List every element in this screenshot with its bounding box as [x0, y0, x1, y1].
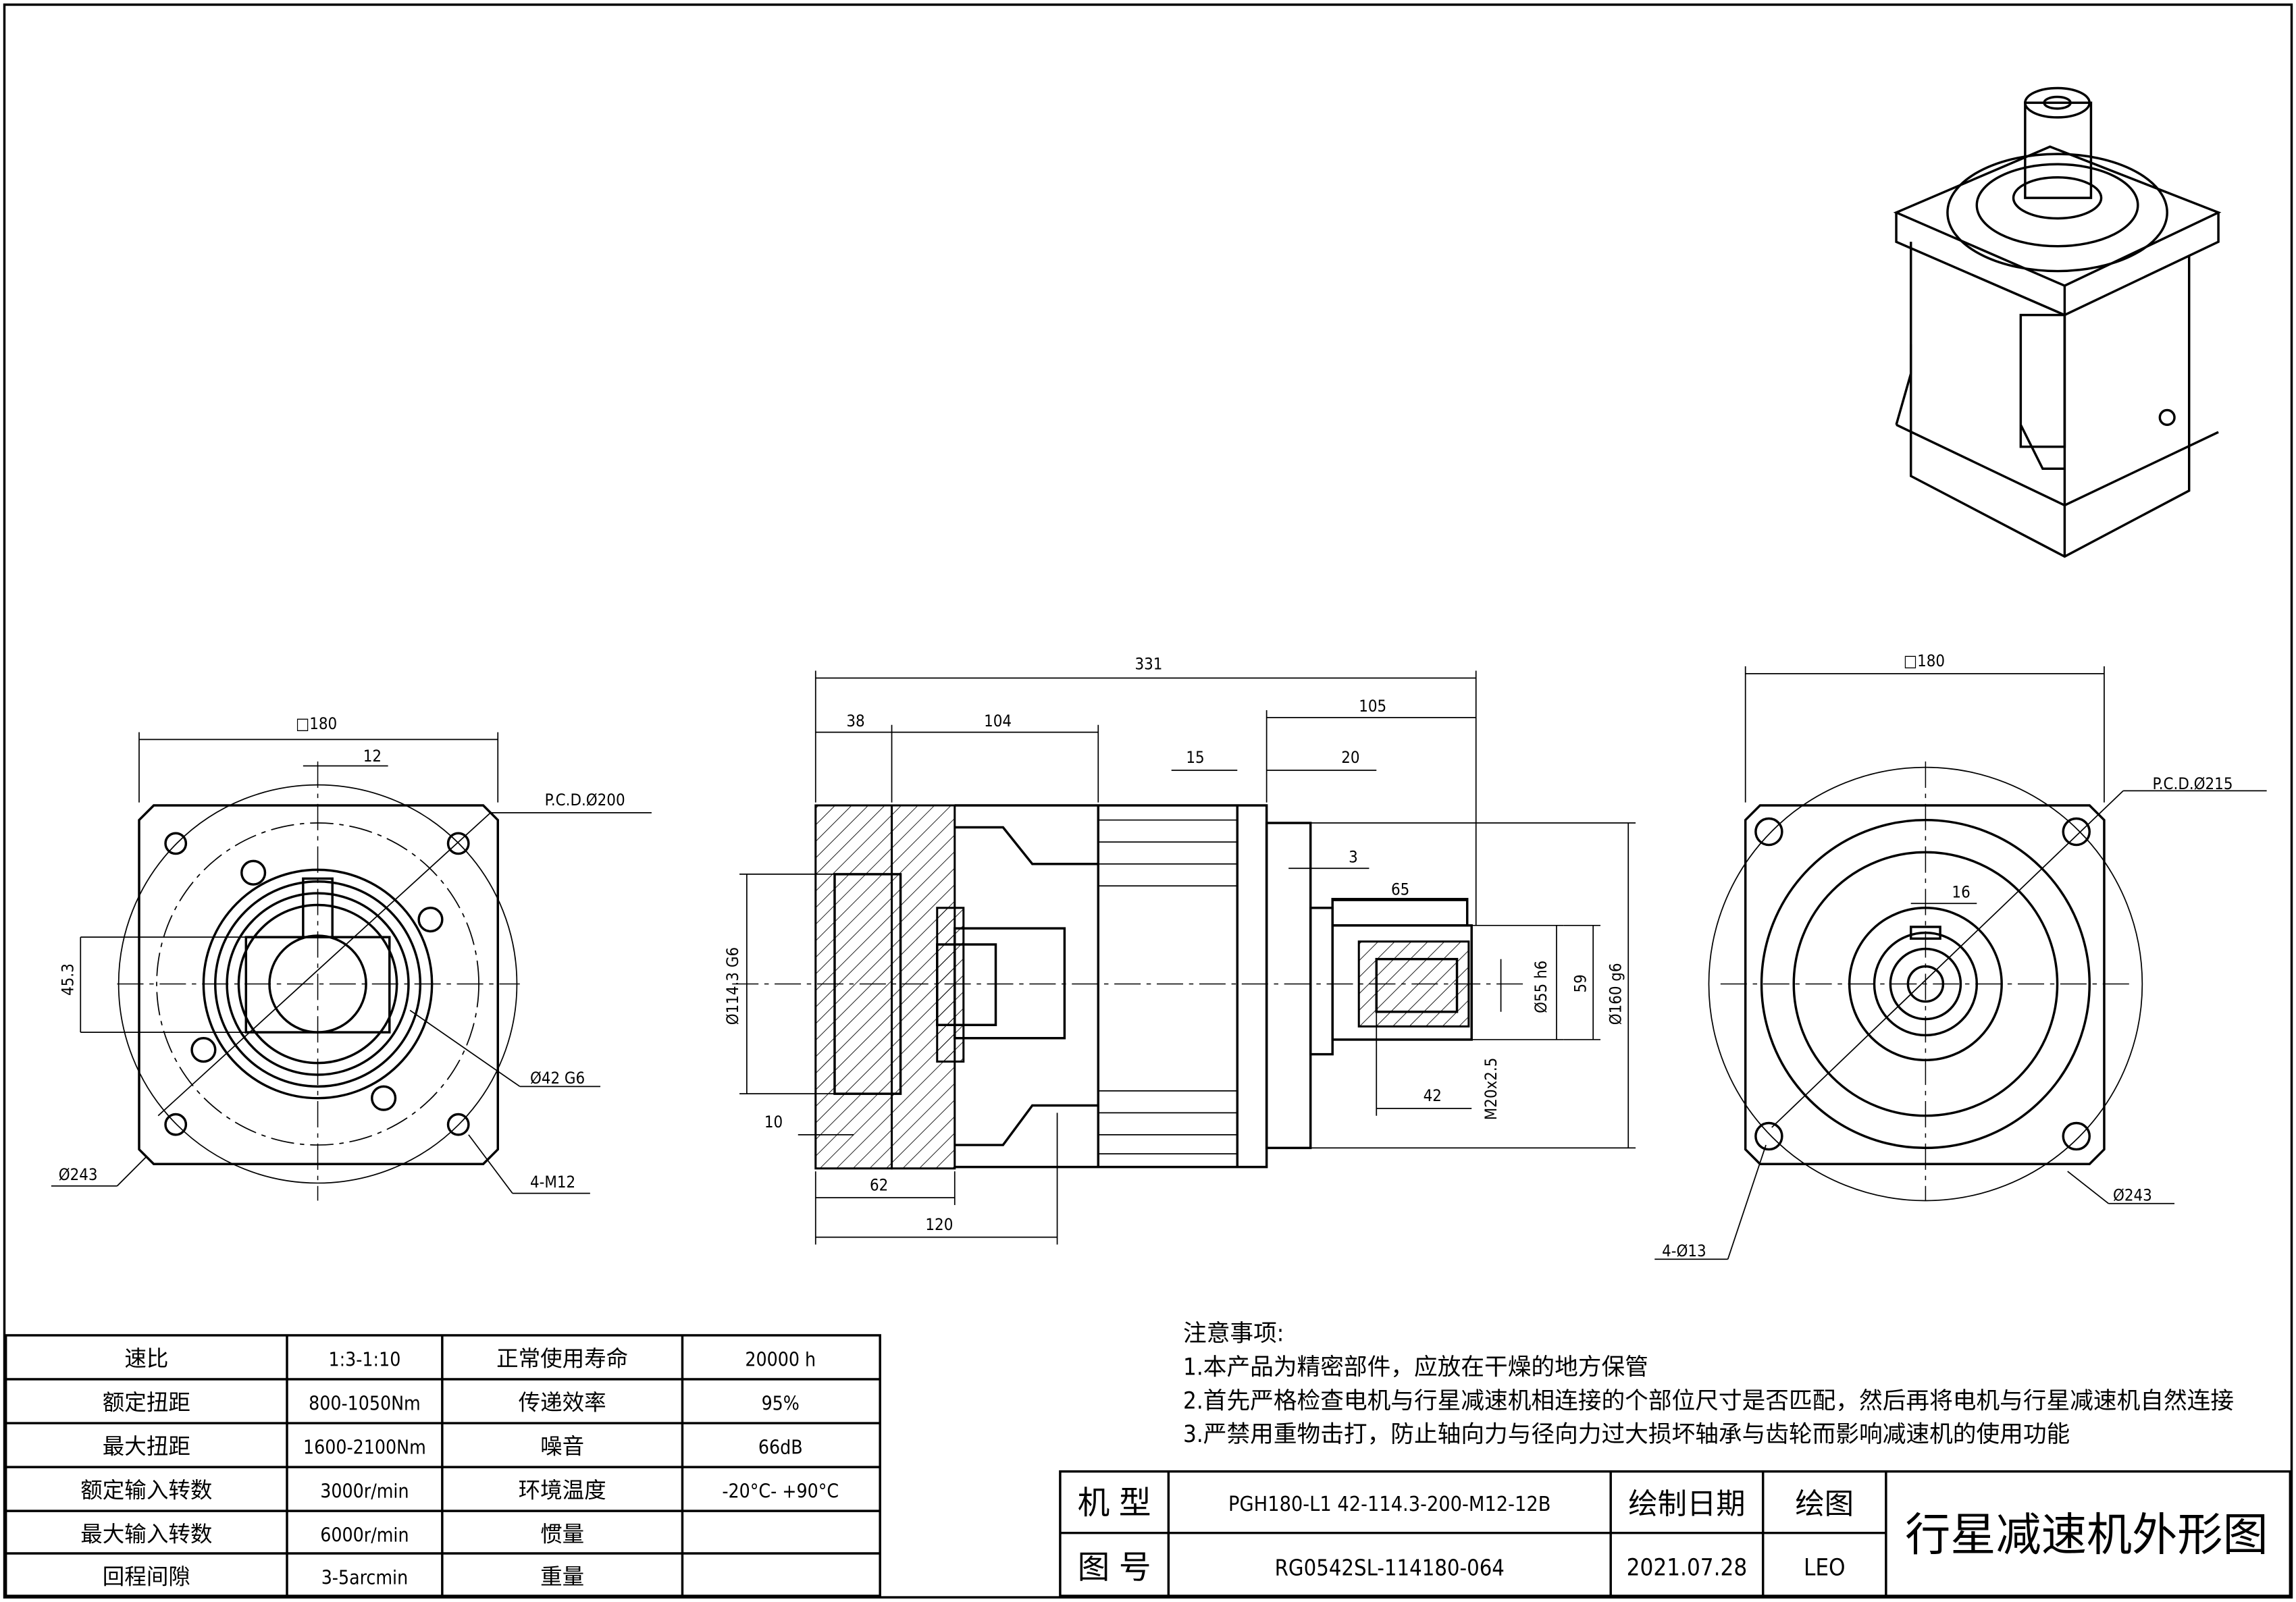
- dim-bore: Ø42 G6: [530, 1069, 585, 1088]
- spec-value: 20000 h: [745, 1348, 816, 1370]
- model-label: 机 型: [1078, 1485, 1151, 1522]
- spec-label: 噪音: [540, 1434, 584, 1460]
- spec-label: 正常使用寿命: [496, 1345, 628, 1371]
- note-item: 3.严禁用重物击打，防止轴向力与径向力过大损坏轴承与齿轮而影响减速机的使用功能: [1183, 1421, 2070, 1448]
- model-value: PGH180-L1 42-114.3-200-M12-12B: [1228, 1493, 1550, 1516]
- dim-42: 42: [1424, 1086, 1442, 1105]
- note-item: 1.本产品为精密部件，应放在干燥的地方保管: [1183, 1354, 1648, 1381]
- dim-10: 10: [764, 1113, 783, 1131]
- dim-shaft: Ø55 h6: [1532, 961, 1550, 1013]
- spec-value: 95%: [762, 1393, 800, 1415]
- spec-value: -20°C- +90°C: [722, 1480, 839, 1503]
- spec-label: 额定扭距: [103, 1390, 190, 1416]
- dim-pilot: Ø114.3 G6: [723, 947, 742, 1025]
- spec-label: 回程间隙: [103, 1564, 190, 1590]
- dim-120: 120: [925, 1215, 953, 1234]
- spec-label: 惯量: [540, 1522, 584, 1547]
- dim-outer: Ø243: [59, 1165, 98, 1184]
- dim-thread: M20x2.5: [1482, 1058, 1501, 1121]
- spec-label: 速比: [124, 1345, 168, 1371]
- spec-table: 速比 1:3-1:10 正常使用寿命 20000 h 额定扭距 800-1050…: [4, 1334, 881, 1597]
- dim-outer-right: Ø243: [2113, 1185, 2152, 1204]
- drawer-label: 绘图: [1795, 1487, 1854, 1521]
- spec-value: 800-1050Nm: [309, 1393, 421, 1415]
- dim-15: 15: [1186, 748, 1204, 767]
- dim-59: 59: [1571, 974, 1590, 992]
- drawing-title: 行星减速机外形图: [1905, 1509, 2268, 1561]
- spec-value: 1:3-1:10: [329, 1348, 401, 1370]
- title-block: 机 型 PGH180-L1 42-114.3-200-M12-12B 绘制日期 …: [1059, 1470, 2292, 1597]
- spec-value: 1600-2100Nm: [303, 1437, 426, 1459]
- dim-key-height: 45.3: [58, 963, 77, 996]
- spec-label: 环境温度: [519, 1478, 606, 1503]
- dim-62: 62: [870, 1175, 888, 1194]
- dim-thread-holes: 4-M12: [530, 1173, 575, 1192]
- dim-overall: 331: [1134, 654, 1162, 673]
- spec-label: 额定输入转数: [80, 1478, 212, 1503]
- spec-value: 3000r/min: [320, 1480, 409, 1503]
- dim-pcd-right: P.C.D.Ø215: [2153, 774, 2233, 793]
- drawing-no-value: RG0542SL-114180-064: [1275, 1555, 1505, 1581]
- dim-65: 65: [1391, 880, 1409, 899]
- input-flange-view: □180 12 45.3 P.C.D.Ø200 Ø42 G6 Ø243 4-M1…: [51, 714, 652, 1201]
- dim-105: 105: [1359, 697, 1386, 716]
- dim-104: 104: [984, 712, 1012, 730]
- drawing-border: [3, 3, 2293, 1599]
- isometric-view: [1893, 86, 2222, 558]
- dim-3: 3: [1349, 848, 1358, 867]
- spec-value: 3-5arcmin: [321, 1567, 408, 1589]
- output-flange-view: □180 P.C.D.Ø215 16 Ø243 4-Ø13: [1654, 651, 2267, 1260]
- spec-value: 66dB: [758, 1437, 803, 1459]
- date-value: 2021.07.28: [1627, 1555, 1748, 1582]
- drawer-value: LEO: [1804, 1555, 1846, 1582]
- dim-spigot: Ø160 g6: [1606, 963, 1625, 1025]
- dim-key-width: 12: [363, 747, 382, 766]
- spec-label: 重量: [540, 1564, 584, 1590]
- drawing-no-label: 图 号: [1078, 1549, 1151, 1586]
- fins: [1098, 819, 1238, 1154]
- spec-value: 6000r/min: [320, 1524, 409, 1547]
- dim-38: 38: [846, 712, 864, 730]
- date-label: 绘制日期: [1628, 1487, 1745, 1521]
- spec-label: 最大扭距: [103, 1434, 190, 1460]
- bolt-holes: [164, 832, 470, 1136]
- note-item: 2.首先严格检查电机与行星减速机相连接的个部位尺寸是否匹配，然后再将电机与行星减…: [1183, 1387, 2234, 1414]
- spec-label: 最大输入转数: [80, 1522, 212, 1547]
- dim-pcd: P.C.D.Ø200: [545, 791, 625, 809]
- dim-holes-right: 4-Ø13: [1662, 1241, 1706, 1260]
- notes-title: 注意事项:: [1183, 1320, 1284, 1347]
- spec-label: 传递效率: [519, 1390, 606, 1416]
- dim-square: □180: [296, 714, 337, 733]
- dim-key-width-right: 16: [1952, 883, 1970, 902]
- side-section-view: 331 38 104 105 15 20 3 65 Ø114.3 G6 Ø55 …: [723, 654, 1636, 1245]
- dim-square-right: □180: [1904, 651, 1945, 670]
- notes: 注意事项: 1.本产品为精密部件，应放在干燥的地方保管 2.首先严格检查电机与行…: [1183, 1320, 2234, 1449]
- dim-20: 20: [1341, 748, 1359, 767]
